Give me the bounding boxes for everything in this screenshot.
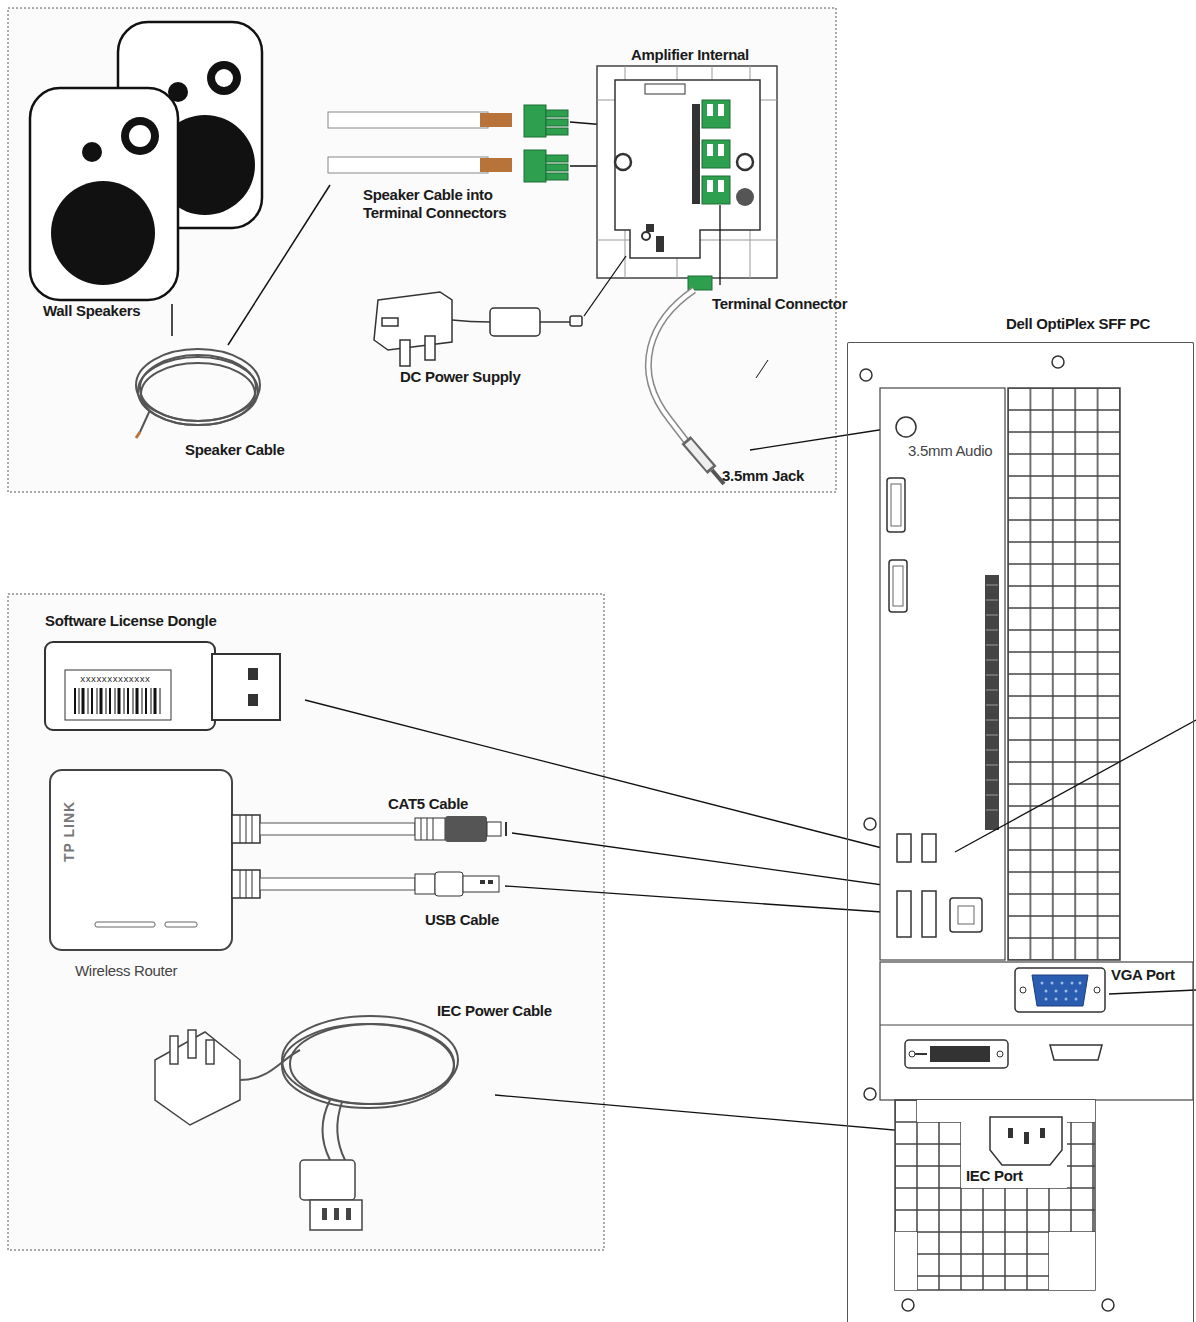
part-label: DC Power Supply — [400, 368, 521, 386]
port-label: VGA Port — [1109, 966, 1177, 984]
brand-mark: TP LINK — [60, 801, 78, 862]
device-title: Dell OptiPlex SFF PC — [1006, 315, 1150, 333]
part-label: 3.5mm Jack — [722, 467, 804, 485]
part-label: CAT5 Cable — [388, 795, 468, 813]
part-label: USB Cable — [425, 911, 499, 929]
part-label: IEC Power Cable — [437, 1002, 552, 1020]
serial-number: xxxxxxxxxxxxx — [80, 675, 150, 685]
part-label: Software License Dongle — [45, 612, 216, 630]
part-label: Speaker Cable into Terminal Connectors — [363, 186, 543, 222]
port-label: 3.5mm Audio — [906, 442, 994, 460]
port-label: IEC Port — [964, 1167, 1025, 1185]
part-label: Speaker Cable — [185, 441, 285, 459]
part-label: Amplifier Internal — [631, 46, 749, 64]
part-label: Terminal Connector — [712, 295, 847, 313]
part-label: Wireless Router — [75, 962, 177, 980]
part-label: Wall Speakers — [43, 302, 140, 320]
